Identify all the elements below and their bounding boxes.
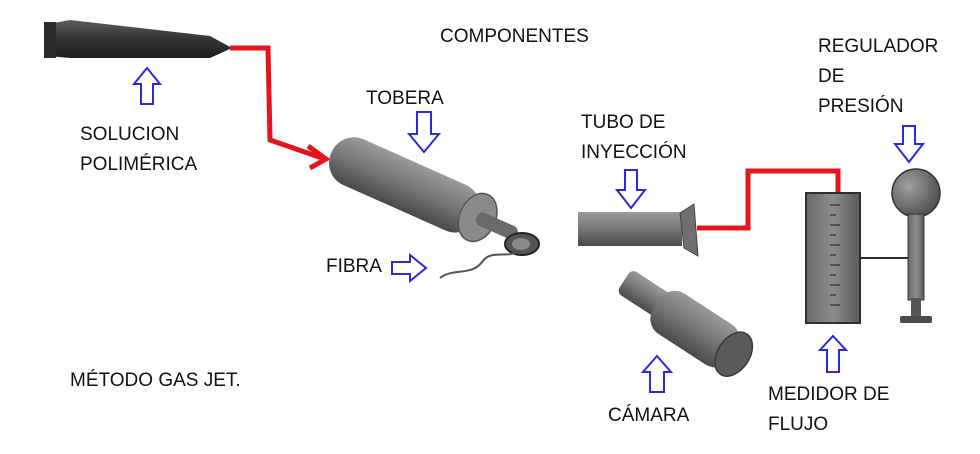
tube-syringe-to-tobera [230,45,323,161]
arrow-down-regulador-icon [892,125,926,164]
tube-arrowhead [306,143,331,171]
fibra [439,249,521,279]
label-medidor-line2: FLUJO [768,414,829,435]
arrow-up-solucion-icon [131,66,163,105]
title-componentes: COMPONENTES [440,26,589,47]
label-regulador-line3: PRESIÓN [818,96,904,117]
label-tobera: TOBERA [366,88,444,109]
arrow-down-tubo-icon [614,169,648,210]
label-metodo: MÉTODO GAS JET. [70,370,241,391]
medidor-de-flujo [805,192,861,324]
tobera [329,137,540,256]
regulador-de-presion [891,168,941,323]
tube-inyeccion-to-medidor [697,168,841,231]
label-camara: CÁMARA [608,405,690,426]
label-medidor-line1: MEDIDOR DE [768,384,890,405]
label-fibra: FIBRA [326,256,382,277]
label-solucion-line2: POLIMÉRICA [80,154,198,175]
label-regulador-line2: DE [818,66,845,87]
label-tubo-line1: TUBO DE [581,112,666,133]
camara [618,271,754,377]
label-solucion-line1: SOLUCION [80,124,180,145]
tubo-inyeccion [578,203,699,257]
arrow-right-fibra-icon [391,252,428,284]
syringe [44,20,232,58]
arrow-up-medidor-icon [817,334,849,373]
label-regulador-line1: REGULADOR [818,36,939,57]
arrow-up-camara-icon [640,354,674,393]
label-tubo-line2: INYECCIÓN [581,142,687,163]
arrow-down-tobera-icon [406,111,442,154]
